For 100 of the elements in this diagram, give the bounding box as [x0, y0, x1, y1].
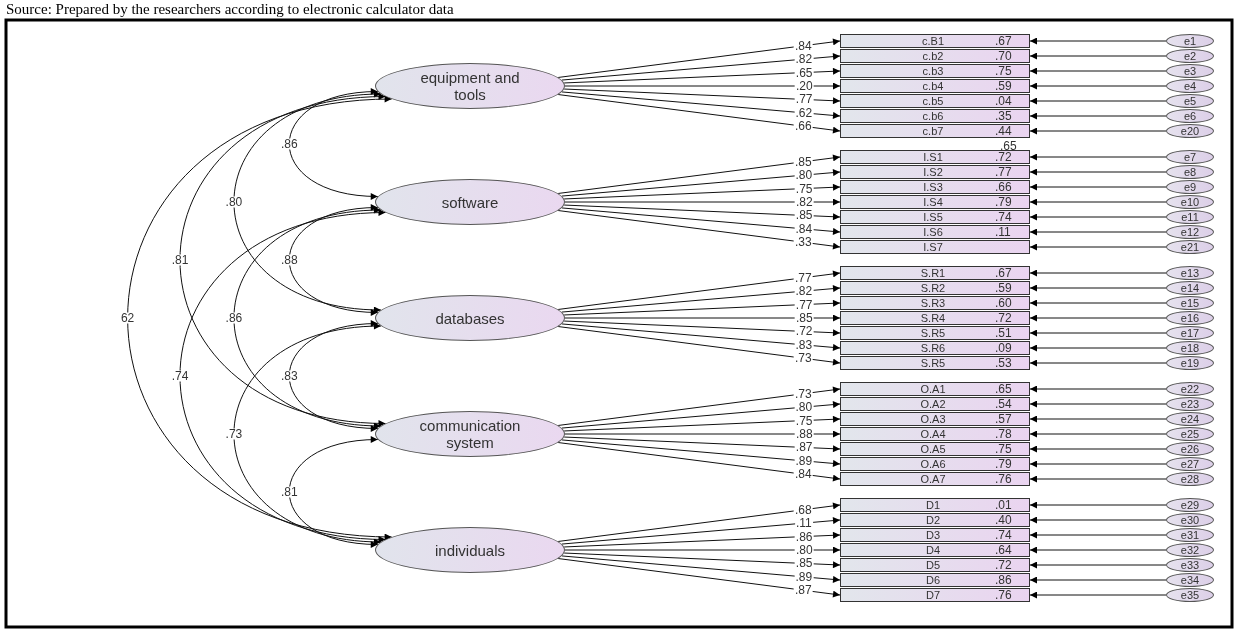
covariance-arrow	[233, 91, 382, 313]
factor-loading-value: .77	[794, 272, 813, 284]
covariance-arrow	[179, 209, 386, 543]
factor-loading-value: .80	[794, 169, 814, 181]
observed-variable-box	[840, 296, 1030, 310]
error-label: e7	[1183, 151, 1197, 163]
indicator-label: I.S3	[922, 181, 944, 193]
error-label: e23	[1180, 398, 1200, 410]
arrow	[561, 207, 841, 235]
r-squared-value: .35	[995, 109, 1013, 123]
error-term-ellipse	[1166, 543, 1214, 557]
factor-loading-value: .82	[794, 196, 814, 208]
error-term-ellipse	[1166, 528, 1214, 542]
indicator-label: O.A1	[919, 383, 947, 395]
error-label: e15	[1180, 297, 1200, 309]
indicator-label: O.A5	[919, 443, 947, 455]
observed-variable-box	[840, 281, 1030, 295]
error-label: e6	[1183, 110, 1197, 122]
factor-loading-value: .85	[794, 156, 813, 168]
error-label: e16	[1180, 312, 1200, 324]
error-label: e1	[1183, 35, 1197, 47]
observed-variable-box	[840, 79, 1030, 93]
error-term-ellipse	[1166, 49, 1214, 63]
factor-loading-value: .85	[794, 312, 814, 324]
correlation-value: .80	[224, 196, 244, 208]
indicator-label: c.b4	[921, 80, 945, 92]
error-term-ellipse	[1166, 412, 1214, 426]
factor-loading-value: .77	[794, 93, 814, 105]
r-squared-value: .76	[995, 588, 1013, 602]
indicator-label: D6	[924, 574, 942, 586]
error-term-ellipse	[1166, 195, 1214, 209]
observed-variable-box	[840, 266, 1030, 280]
arrow	[1029, 52, 1167, 60]
r-squared-value: .79	[995, 457, 1013, 471]
factor-loading-value: .80	[794, 544, 814, 556]
arrow	[557, 386, 841, 426]
observed-variable-box	[840, 472, 1030, 486]
indicator-label: O.A7	[919, 473, 947, 485]
indicator-label: I.S7	[922, 241, 944, 253]
arrow	[563, 88, 841, 105]
error-label: e21	[1180, 241, 1200, 253]
source-caption: Source: Prepared by the researchers according to electronic calculator data	[6, 0, 454, 18]
observed-variable-box	[840, 64, 1030, 78]
r-squared-value: .40	[995, 513, 1013, 527]
arrow	[1029, 591, 1167, 599]
observed-variable-box	[840, 427, 1030, 441]
r-squared-value: .77	[995, 165, 1013, 179]
arrow	[557, 38, 841, 78]
error-term-ellipse	[1166, 427, 1214, 441]
indicator-label: c.b5	[921, 95, 945, 107]
error-label: e24	[1180, 413, 1200, 425]
error-term-ellipse	[1166, 513, 1214, 527]
error-label: e13	[1180, 267, 1200, 279]
factor-loading-value: .84	[794, 468, 813, 480]
error-term-ellipse	[1166, 296, 1214, 310]
factor-loading-value: .83	[794, 339, 814, 351]
observed-variable-box	[840, 513, 1030, 527]
arrow	[563, 67, 841, 84]
indicator-label: D1	[924, 499, 942, 511]
indicator-label: S.R5	[919, 327, 947, 339]
r-squared-value: .67	[995, 266, 1013, 280]
arrow	[1029, 501, 1167, 509]
factor-loading-value: .73	[794, 388, 813, 400]
error-term-ellipse	[1166, 397, 1214, 411]
r-squared-value: .70	[995, 49, 1013, 63]
error-term-ellipse	[1166, 266, 1214, 280]
arrow	[1029, 153, 1167, 161]
latent-variable-ellipse	[375, 411, 565, 457]
error-label: e18	[1180, 342, 1200, 354]
observed-variable-box	[840, 34, 1030, 48]
error-term-ellipse	[1166, 326, 1214, 340]
error-label: e32	[1180, 544, 1200, 556]
error-label: e9	[1183, 181, 1197, 193]
error-label: e27	[1180, 458, 1200, 470]
indicator-label: S.R3	[919, 297, 947, 309]
indicator-label: S.R6	[919, 342, 947, 354]
observed-variable-box	[840, 341, 1030, 355]
arrow	[1029, 430, 1167, 438]
r-squared-value: .72	[995, 150, 1013, 164]
factor-loading-value: .84	[794, 223, 814, 235]
correlation-value: .86	[279, 138, 299, 150]
indicator-label: I.S1	[922, 151, 944, 163]
error-term-ellipse	[1166, 311, 1214, 325]
arrow	[1029, 127, 1167, 135]
arrow	[1029, 168, 1167, 176]
factor-loading-value: .66	[794, 120, 813, 132]
error-label: e33	[1180, 559, 1200, 571]
indicator-label: c.b3	[921, 65, 945, 77]
error-term-ellipse	[1166, 210, 1214, 224]
factor-loading-value: .82	[794, 53, 814, 65]
error-term-ellipse	[1166, 498, 1214, 512]
arrow	[557, 558, 841, 598]
arrow	[557, 442, 841, 482]
factor-loading-value: .86	[794, 531, 814, 543]
error-label: e31	[1180, 529, 1200, 541]
indicator-label: D2	[924, 514, 942, 526]
error-label: e30	[1180, 514, 1200, 526]
covariance-arrow	[233, 323, 382, 545]
observed-variable-box	[840, 498, 1030, 512]
correlation-value: .83	[279, 370, 299, 382]
